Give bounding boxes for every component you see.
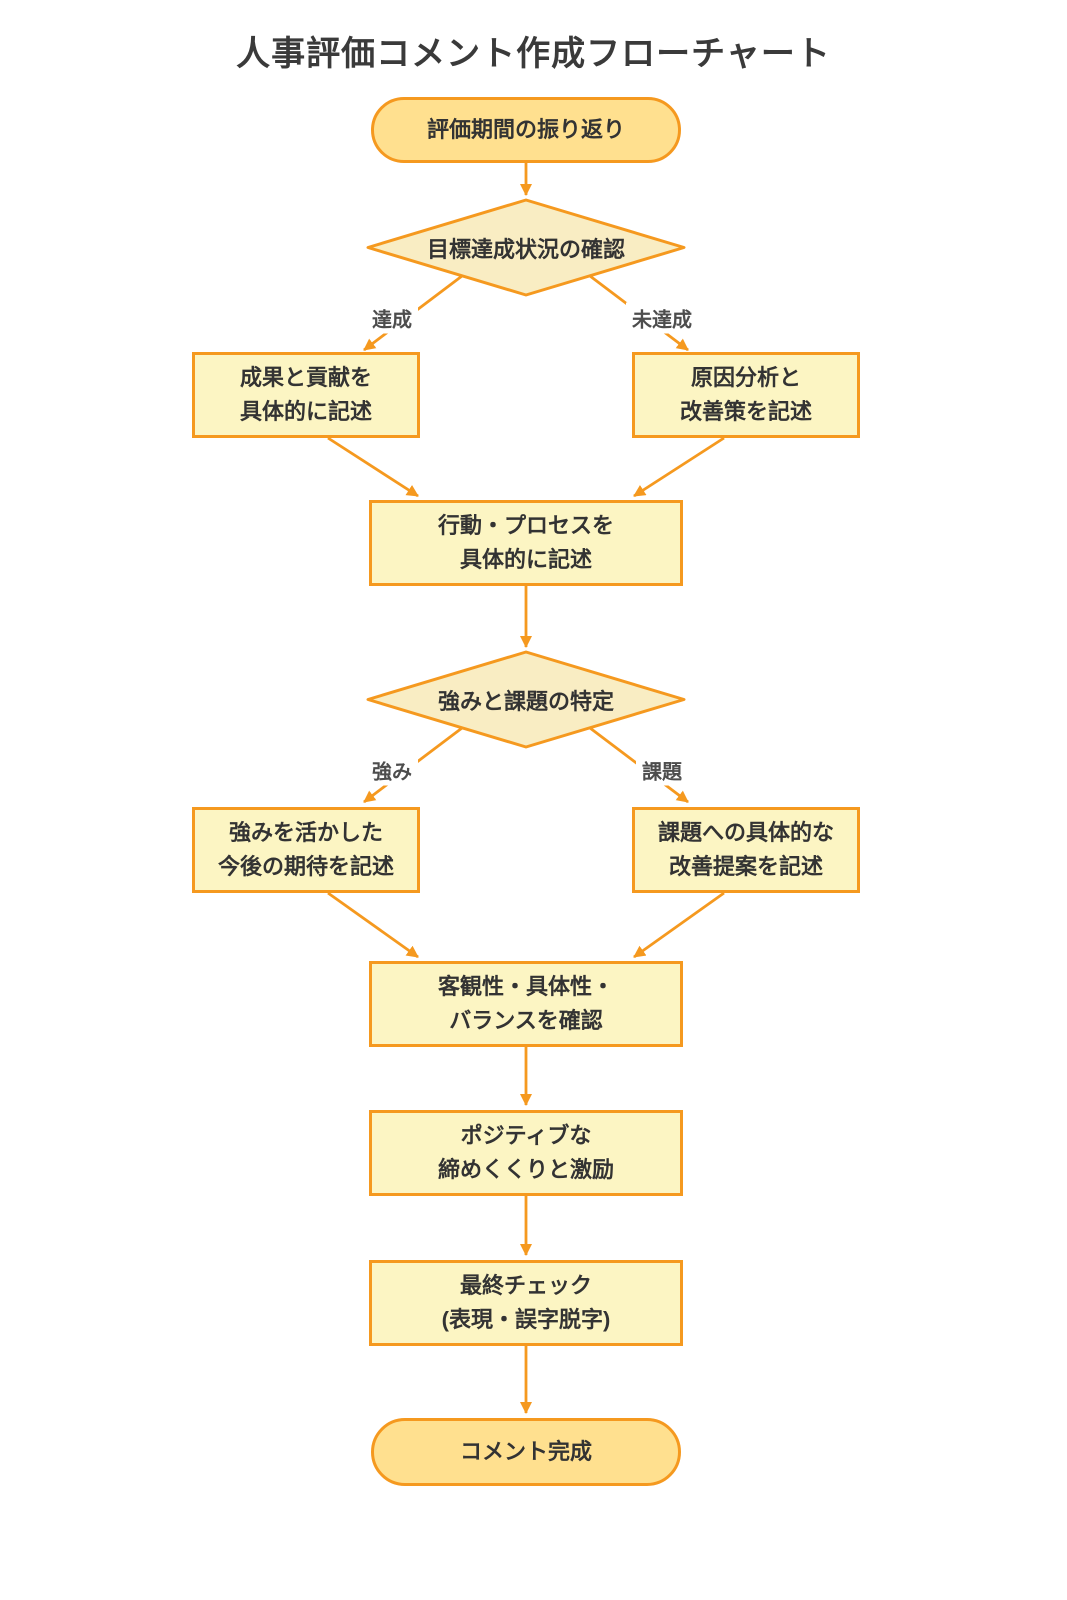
node-final-check-line2: (表現・誤字脱字) xyxy=(441,1307,611,1332)
node-issues-line2: 改善提案を記述 xyxy=(668,854,823,879)
edge-issues-to-balance xyxy=(633,891,725,959)
node-strengths-line1: 強みを活かした xyxy=(228,820,383,845)
edge-label-strengths: 強み xyxy=(366,754,418,786)
node-decision-goal-label: 目標達成状況の確認 xyxy=(426,236,625,262)
node-end: コメント完成 xyxy=(371,1418,681,1486)
node-balance: 客観性・具体性・ バランスを確認 xyxy=(369,961,683,1047)
node-not-achieved-line2: 改善策を記述 xyxy=(679,399,812,424)
node-issues: 課題への具体的な 改善提案を記述 xyxy=(632,807,860,893)
node-achieved-line2: 具体的に記述 xyxy=(239,399,372,424)
node-process-line1: 行動・プロセスを xyxy=(437,513,614,538)
edge-label-not-achieved: 未達成 xyxy=(626,302,698,334)
node-not-achieved: 原因分析と 改善策を記述 xyxy=(632,352,860,438)
node-positive-line2: 締めくくりと激励 xyxy=(437,1157,614,1182)
node-start-label: 評価期間の振り返り xyxy=(426,117,625,142)
edge-strengths-to-balance xyxy=(327,891,419,959)
node-process: 行動・プロセスを 具体的に記述 xyxy=(369,500,683,586)
node-end-label: コメント完成 xyxy=(459,1439,592,1464)
node-strengths-line2: 今後の期待を記述 xyxy=(217,854,394,879)
node-positive: ポジティブな 締めくくりと激励 xyxy=(369,1110,683,1196)
decision-strengths-diamond xyxy=(366,650,686,749)
edge-achieved-to-process xyxy=(327,436,419,498)
node-start: 評価期間の振り返り xyxy=(371,97,681,163)
node-final-check-line1: 最終チェック xyxy=(459,1273,592,1298)
node-positive-line1: ポジティブな xyxy=(460,1123,592,1148)
node-achieved-line1: 成果と貢献を xyxy=(239,365,372,390)
node-issues-line1: 課題への具体的な xyxy=(657,820,834,845)
node-achieved: 成果と貢献を 具体的に記述 xyxy=(192,352,420,438)
node-strengths: 強みを活かした 今後の期待を記述 xyxy=(192,807,420,893)
decision-goal-diamond xyxy=(366,198,686,297)
node-balance-line2: バランスを確認 xyxy=(449,1008,603,1033)
node-decision-strengths-label: 強みと課題の特定 xyxy=(437,688,614,714)
node-process-line2: 具体的に記述 xyxy=(459,547,592,572)
edge-label-achieved: 達成 xyxy=(366,302,418,334)
diagram-title: 人事評価コメント作成フローチャート xyxy=(236,35,831,73)
node-final-check: 最終チェック (表現・誤字脱字) xyxy=(369,1260,683,1346)
node-not-achieved-line1: 原因分析と xyxy=(690,365,801,390)
edge-label-issues: 課題 xyxy=(636,754,688,786)
edge-not-achieved-to-process xyxy=(633,436,725,498)
node-balance-line1: 客観性・具体性・ xyxy=(437,974,614,999)
